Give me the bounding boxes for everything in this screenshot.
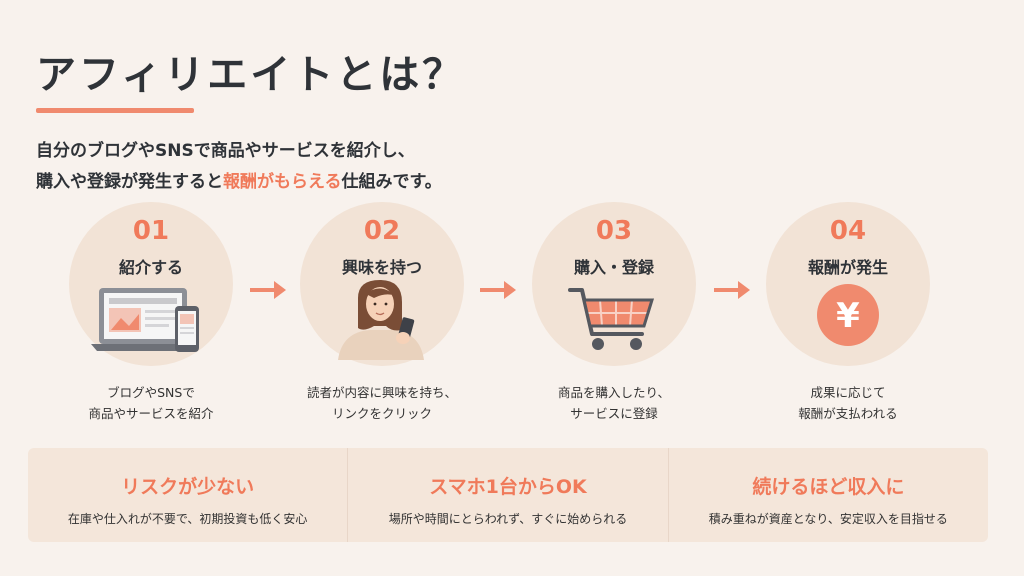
step-1-desc-line-1: ブログやSNSで xyxy=(107,385,195,400)
step-1-description: ブログやSNSで 商品やサービスを紹介 xyxy=(51,382,251,424)
step-2-circle: 02 興味を持つ xyxy=(300,202,464,366)
step-3-desc-line-1: 商品を購入したり、 xyxy=(557,385,670,400)
step-2-desc-line-1: 読者が内容に興味を持ち、 xyxy=(306,385,457,400)
title-underline xyxy=(36,108,194,113)
step-3-desc-line-2: サービスに登録 xyxy=(570,406,658,421)
benefit-1-text: 在庫や仕入れが不要で、初期投資も低く安心 xyxy=(67,512,308,526)
step-4-circle: 04 報酬が発生 ¥ xyxy=(766,202,930,366)
lead-line-1: 自分のブログやSNSで商品やサービスを紹介し、 xyxy=(36,141,415,161)
page-title: アフィリエイトとは？ xyxy=(36,52,466,98)
step-3-label: 購入・登録 xyxy=(573,258,654,277)
lead-line-2-post: 仕組みです。 xyxy=(341,172,442,192)
step-1-label: 紹介する xyxy=(118,258,183,277)
benefit-income: 続けるほど収入に 積み重ねが資産となり、安定収入を目指せる xyxy=(669,448,988,542)
step-3-description: 商品を購入したり、 サービスに登録 xyxy=(514,382,714,424)
lead-text: 自分のブログやSNSで商品やサービスを紹介し、 購入や登録が発生すると報酬がもら… xyxy=(36,136,442,198)
woman-with-phone-icon xyxy=(338,280,424,360)
benefits-panel: リスクが少ない 在庫や仕入れが不要で、初期投資も低く安心 スマホ1台からOK 場… xyxy=(28,448,988,542)
yen-symbol: ¥ xyxy=(836,296,860,336)
benefit-1-title: リスクが少ない xyxy=(121,476,255,498)
arrow-right-icon xyxy=(714,281,750,299)
step-4-desc-line-1: 成果に応じて xyxy=(810,385,886,400)
shopping-cart-icon xyxy=(568,288,655,350)
step-2-label: 興味を持つ xyxy=(341,258,422,277)
benefit-3-title: 続けるほど収入に xyxy=(752,476,905,498)
lead-line-2-pre: 購入や登録が発生すると xyxy=(36,172,223,192)
step-4-label: 報酬が発生 xyxy=(807,258,888,277)
step-2-desc-line-2: リンクをクリック xyxy=(331,406,432,421)
step-3-number: 03 xyxy=(595,216,633,246)
step-2-number: 02 xyxy=(363,216,401,246)
step-3-circle: 03 購入・登録 xyxy=(532,202,696,366)
step-4-number: 04 xyxy=(829,216,867,246)
benefit-smartphone: スマホ1台からOK 場所や時間にとらわれず、すぐに始められる xyxy=(348,448,669,542)
benefit-low-risk: リスクが少ない 在庫や仕入れが不要で、初期投資も低く安心 xyxy=(28,448,349,542)
step-2-description: 読者が内容に興味を持ち、 リンクをクリック xyxy=(282,382,482,424)
step-4-desc-line-2: 報酬が支払われる xyxy=(798,406,898,421)
step-4-description: 成果に応じて 報酬が支払われる xyxy=(748,382,948,424)
benefit-3-text: 積み重ねが資産となり、安定収入を目指せる xyxy=(708,512,948,526)
lead-highlight: 報酬がもらえる xyxy=(223,172,342,192)
benefit-2-text: 場所や時間にとらわれず、すぐに始められる xyxy=(388,512,628,526)
step-1-number: 01 xyxy=(132,216,170,246)
arrow-right-icon xyxy=(480,281,516,299)
benefit-2-title: スマホ1台からOK xyxy=(429,476,587,498)
step-1-circle: 01 紹介する xyxy=(69,202,233,366)
yen-coin-icon: ¥ xyxy=(817,284,879,346)
arrow-right-icon xyxy=(250,281,286,299)
step-1-desc-line-2: 商品やサービスを紹介 xyxy=(88,406,214,421)
lead-line-2: 購入や登録が発生すると報酬がもらえる仕組みです。 xyxy=(36,167,442,198)
laptop-phone-icon xyxy=(91,288,199,352)
